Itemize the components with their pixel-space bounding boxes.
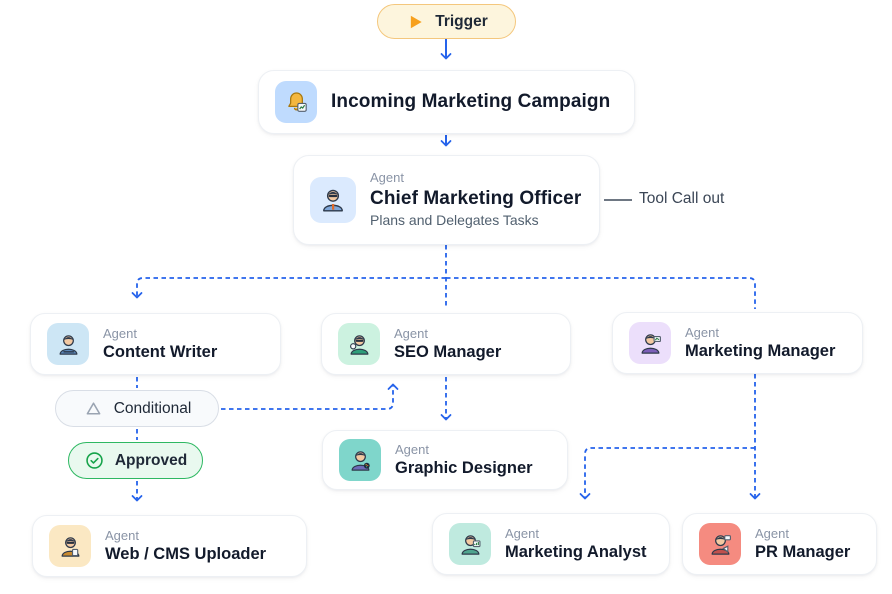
conditional-label: Conditional [113,399,192,417]
connector-cmo-to-marketing-manager [446,277,756,309]
connector-cmo-to-content-writer [131,277,446,299]
pr-manager-avatar-icon [699,523,741,565]
bell-chart-icon [275,81,317,123]
node-marketing-analyst[interactable]: Agent Marketing Analyst [432,513,670,575]
approved-label: Approved [114,451,188,469]
marketing-manager-avatar-icon [629,322,671,364]
trigger-label: Trigger [435,12,488,30]
tool-callout-label: Tool Call out [639,190,725,207]
node-title: Incoming Marketing Campaign [331,91,611,113]
node-title: Chief Marketing Officer [370,187,582,209]
node-marketing-manager[interactable]: Agent Marketing Manager [612,312,863,374]
cmo-avatar-icon [310,177,356,223]
node-incoming-marketing-campaign[interactable]: Incoming Marketing Campaign [258,70,635,134]
content-writer-avatar-icon [47,323,89,365]
node-seo-manager[interactable]: Agent SEO Manager [321,313,571,375]
node-title: Web / CMS Uploader [105,544,267,563]
conditional-node[interactable]: Conditional [55,390,219,427]
web-cms-avatar-icon [49,525,91,567]
seo-manager-avatar-icon [338,323,380,365]
agent-kind-label: Agent [103,325,137,341]
graphic-designer-avatar-icon [339,439,381,481]
node-title: Content Writer [103,342,218,361]
agent-kind-label: Agent [105,527,139,543]
node-title: PR Manager [755,542,851,561]
node-chief-marketing-officer[interactable]: Agent Chief Marketing Officer Plans and … [293,155,600,245]
play-icon [411,15,422,28]
connector-conditional-to-seo [221,383,399,410]
agent-kind-label: Agent [755,525,789,541]
node-title: SEO Manager [394,342,502,361]
node-title: Marketing Analyst [505,542,647,561]
node-subtitle: Plans and Delegates Tasks [370,212,539,229]
node-title: Marketing Manager [685,341,836,360]
agent-kind-label: Agent [395,441,429,457]
check-circle-icon [86,452,103,469]
agent-kind-label: Agent [685,324,719,340]
connector-marketing-manager-to-analyst [579,447,755,500]
agent-kind-label: Agent [505,525,539,541]
node-graphic-designer[interactable]: Agent Graphic Designer [322,430,568,490]
marketing-analyst-avatar-icon [449,523,491,565]
approved-node[interactable]: Approved [68,442,203,479]
triangle-icon [86,402,101,415]
node-title: Graphic Designer [395,458,533,477]
node-pr-manager[interactable]: Agent PR Manager [682,513,877,575]
agent-kind-label: Agent [370,170,404,186]
node-web-cms-uploader[interactable]: Agent Web / CMS Uploader [32,515,307,577]
trigger-node[interactable]: Trigger [377,4,516,39]
agent-kind-label: Agent [394,325,428,341]
node-content-writer[interactable]: Agent Content Writer [30,313,281,375]
